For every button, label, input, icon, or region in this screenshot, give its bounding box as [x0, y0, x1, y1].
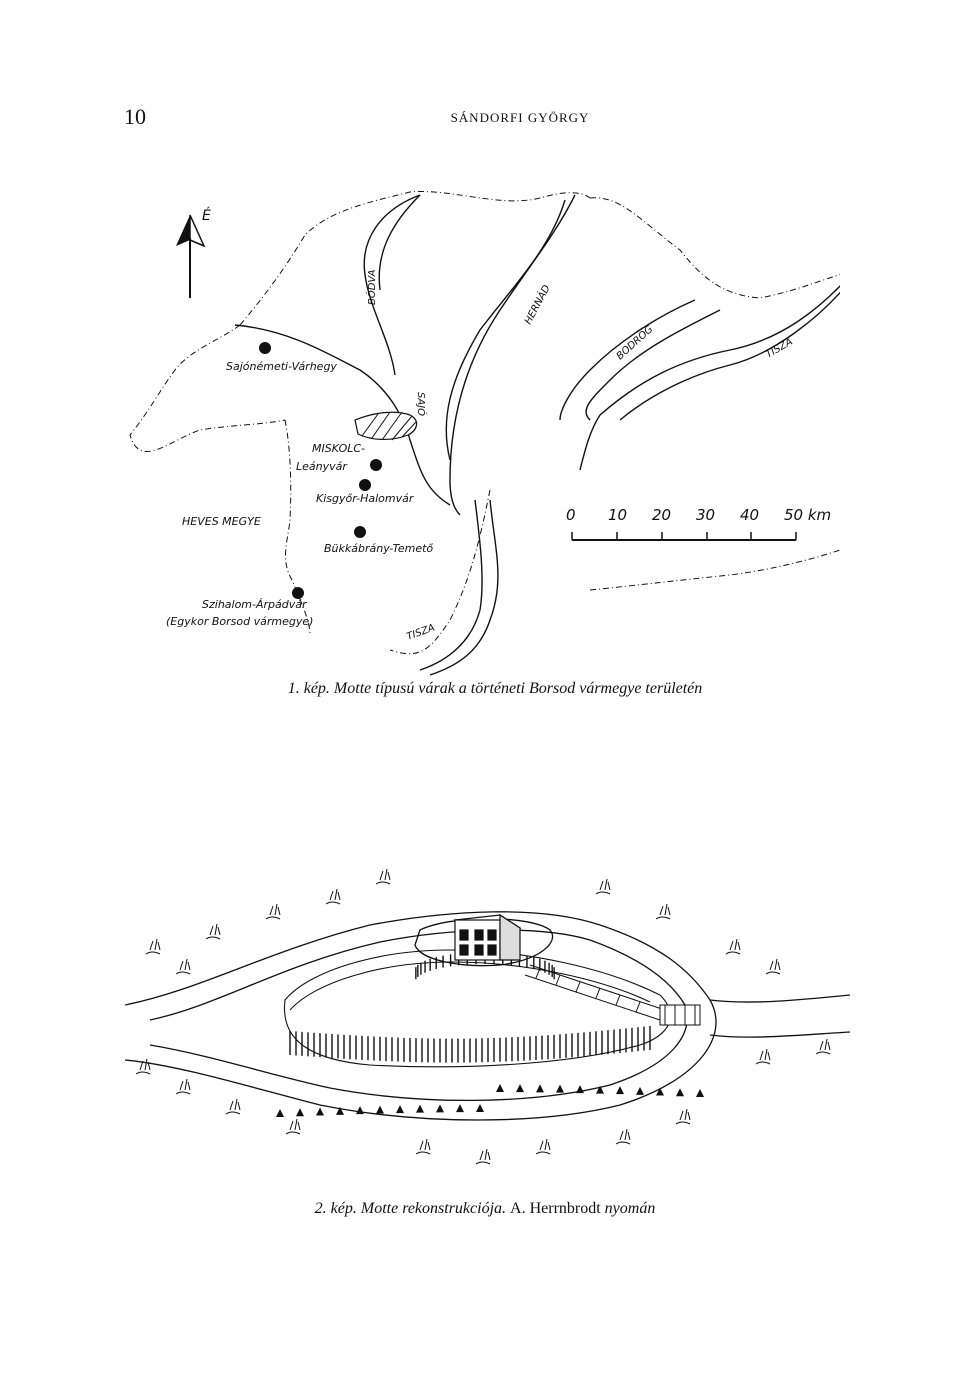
moat-inner-line — [149, 929, 688, 1102]
site-label-leanyvar: Leányvár — [296, 460, 348, 473]
scale-tick-label: 10 — [608, 506, 627, 524]
region-label-heves: HEVES MEGYE — [182, 515, 261, 528]
scale-tick-label: 20 — [652, 506, 671, 524]
bush-marker — [296, 1108, 304, 1117]
site-marker-kisgyor — [359, 479, 371, 491]
grass-tuft — [655, 903, 671, 920]
miskolc-city-area — [354, 411, 418, 441]
figure-2-text-end: nyomán — [604, 1200, 656, 1217]
site-markers — [259, 342, 382, 599]
figure-2-number: 2. kép. — [314, 1200, 357, 1217]
scale-tick-label: 50 km — [784, 506, 831, 524]
north-arrow-icon — [176, 214, 206, 298]
grass-tuft — [725, 938, 741, 955]
grass-tuft — [615, 1128, 631, 1145]
site-marker-bukkabrany — [354, 526, 366, 538]
bush-marker — [336, 1106, 344, 1115]
scale-bar: 0 10 20 30 40 50 km — [566, 506, 831, 541]
river-label-sajo: SAJÓ — [415, 392, 428, 416]
figure-1-number: 1. kép. — [287, 680, 330, 697]
bush-marker — [396, 1105, 404, 1114]
river-label-tisza-east: TISZA — [764, 336, 795, 360]
bush-marker — [436, 1104, 444, 1113]
bush-marker — [356, 1106, 364, 1115]
river-label-bodva: BÓDVA — [365, 269, 378, 305]
grass-tuft — [145, 938, 161, 955]
grass-tuft — [475, 1148, 491, 1165]
motte-reconstruction-drawing — [124, 868, 850, 1165]
bush-marker — [636, 1086, 644, 1095]
river-label-hernad: HERNÁD — [521, 282, 553, 326]
bush-marker — [496, 1084, 504, 1093]
running-head: SÁNDORFI GYÖRGY — [450, 110, 590, 125]
bush-marker — [676, 1088, 684, 1097]
scale-tick-label: 0 — [566, 506, 576, 524]
river-network — [234, 194, 840, 676]
figure-2-text: Motte rekonstrukciója. — [360, 1200, 507, 1217]
site-label-bukkabrany: Bükkábrány-Temető — [324, 542, 433, 555]
site-label-szihalom: Szihalom-Árpádvár — [202, 598, 308, 611]
grass-tuft — [755, 1048, 771, 1065]
grass-tuft — [175, 1078, 191, 1095]
bush-marker — [656, 1087, 664, 1096]
bush-marker — [316, 1107, 324, 1116]
county-border — [129, 190, 840, 655]
bush-marker — [576, 1085, 584, 1094]
grass-tuft — [595, 878, 611, 895]
north-label: É — [202, 207, 211, 224]
grass-tuft — [225, 1098, 241, 1115]
grass-tuft — [765, 958, 781, 975]
scale-tick-label: 30 — [696, 506, 715, 524]
figure-2-caption: 2. kép. Motte rekonstrukciója. A. Herrnb… — [0, 1200, 960, 1218]
bush-marker — [476, 1104, 484, 1113]
grass-tuft — [675, 1108, 691, 1125]
bush-marker — [516, 1084, 524, 1093]
bush-marker — [556, 1084, 564, 1093]
river-label-tisza-south: TISZA — [405, 622, 436, 642]
tower — [453, 913, 522, 961]
grass-tuft — [325, 888, 341, 905]
grass-tuft — [415, 1138, 431, 1155]
bridge — [524, 964, 701, 1026]
site-marker-sajonemeti — [259, 342, 271, 354]
bush-marker — [616, 1086, 624, 1095]
grass-tuft — [135, 1058, 151, 1075]
bush-marker — [536, 1084, 544, 1093]
map-figure: É — [129, 190, 840, 676]
figure-1-caption: 1. kép. Motte típusú várak a történeti B… — [0, 680, 960, 698]
bush-marker — [696, 1089, 704, 1097]
region-label-borsod: (Egykor Borsod vármegye) — [166, 615, 313, 628]
site-marker-szihalom — [292, 587, 304, 599]
grass-tuft — [375, 868, 391, 885]
site-label-sajonemeti: Sajónémeti-Várhegy — [226, 360, 337, 373]
grass-tuft — [815, 1038, 831, 1055]
grass-tuft — [265, 903, 281, 920]
moat-outer-line — [124, 911, 717, 1121]
bush-markers — [276, 1084, 704, 1117]
grass-tuft — [175, 958, 191, 975]
site-label-miskolc: MISKOLC- — [312, 442, 365, 455]
vegetation — [135, 868, 831, 1165]
bush-marker — [416, 1104, 424, 1113]
bush-marker — [376, 1105, 384, 1114]
page-number: 10 — [124, 104, 146, 129]
bush-marker — [596, 1085, 604, 1094]
bush-marker — [276, 1109, 284, 1117]
figure-2-author: A. Herrnbrodt — [510, 1200, 601, 1217]
site-label-kisgyor: Kisgyőr-Halomvár — [316, 492, 415, 505]
grass-tuft — [285, 1118, 301, 1135]
bush-marker — [456, 1104, 464, 1113]
site-marker-leanyvar — [370, 459, 382, 471]
palisade-stakes — [289, 952, 651, 1063]
outer-palisade — [283, 949, 671, 1068]
scale-tick-label: 40 — [740, 506, 759, 524]
figure-1-text: Motte típusú várak a történeti Borsod vá… — [333, 680, 703, 697]
grass-tuft — [205, 923, 221, 940]
grass-tuft — [535, 1138, 551, 1155]
